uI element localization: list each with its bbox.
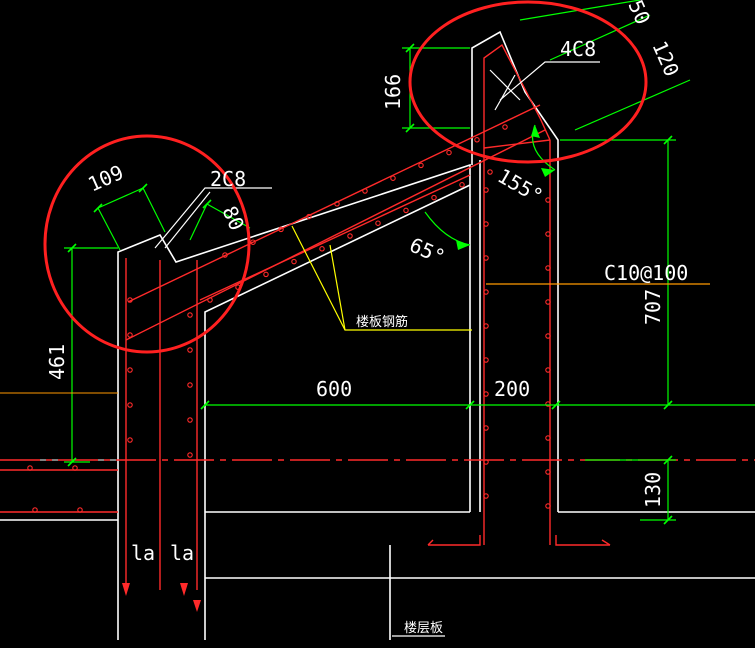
rebar-dot bbox=[291, 258, 297, 265]
rebar-dot bbox=[483, 187, 489, 193]
label-c10-100: C10@100 bbox=[604, 261, 688, 285]
annotation-circles bbox=[43, 0, 648, 354]
rebar-dot bbox=[545, 265, 551, 271]
angle-arrowheads bbox=[456, 125, 555, 250]
rebar-dot bbox=[545, 299, 551, 305]
rebar-dot bbox=[207, 297, 213, 303]
label-4c8: 4C8 bbox=[560, 37, 596, 61]
rebar-dot bbox=[483, 459, 489, 465]
label-la-left: la bbox=[131, 541, 155, 565]
dim-200: 200 bbox=[494, 377, 530, 401]
rebar-dot bbox=[278, 226, 284, 233]
rebar-dot bbox=[483, 289, 489, 295]
dim-50: 50 bbox=[623, 0, 655, 28]
leader-lines bbox=[0, 61, 710, 637]
label-floor-slab: 楼层板 bbox=[404, 621, 443, 636]
rebar-dot bbox=[545, 367, 551, 373]
label-la-right: la bbox=[170, 541, 194, 565]
highlight-circle-right bbox=[408, 0, 648, 164]
rebar-dot bbox=[72, 465, 78, 471]
dim-461: 461 bbox=[45, 344, 69, 380]
rebar-dot bbox=[390, 175, 396, 181]
rebar-dot bbox=[334, 201, 340, 207]
dim-109: 109 bbox=[84, 160, 127, 197]
label-2c8: 2C8 bbox=[210, 167, 246, 191]
rebar-dot bbox=[483, 425, 489, 431]
label-slab-rebar: 楼板钢筋 bbox=[356, 314, 408, 330]
rebar-dot bbox=[127, 332, 133, 338]
rebar-dot bbox=[375, 220, 381, 226]
highlight-circle-left bbox=[43, 134, 251, 354]
rebar-dot bbox=[545, 197, 551, 203]
rebar-dot bbox=[403, 207, 409, 214]
rebar-dot bbox=[263, 271, 269, 278]
rebar-dot bbox=[502, 124, 508, 130]
rebar-dot bbox=[545, 333, 551, 339]
rebar-dot bbox=[474, 137, 480, 143]
anchor-arrows bbox=[122, 583, 201, 612]
rebar-dot bbox=[187, 382, 193, 388]
rebar-dot bbox=[347, 233, 353, 239]
rebar-dot bbox=[545, 469, 551, 475]
dim-130: 130 bbox=[641, 472, 665, 508]
rebar-dot bbox=[483, 323, 489, 329]
slab-underside bbox=[204, 184, 471, 640]
rebar-dot bbox=[187, 347, 193, 353]
rebar-dot bbox=[483, 221, 489, 227]
slab-outline-left bbox=[117, 163, 471, 640]
rebar-dot bbox=[545, 401, 551, 407]
angle-155: 155° bbox=[494, 164, 548, 209]
rebar-dot bbox=[27, 465, 33, 471]
rebar-dot bbox=[545, 435, 551, 441]
rebar-dot bbox=[431, 194, 437, 201]
rebar-dot bbox=[487, 169, 493, 175]
rebar-dot bbox=[127, 297, 133, 303]
rebar-dot bbox=[483, 357, 489, 363]
right-column-outline bbox=[471, 30, 559, 512]
rebar-dot-group bbox=[27, 124, 551, 513]
rebar-dot bbox=[418, 162, 424, 169]
rebar-dot bbox=[127, 367, 133, 373]
rebar-dot bbox=[545, 503, 551, 509]
rebar-dot bbox=[306, 213, 312, 220]
rebar-dot bbox=[483, 255, 489, 261]
rebar-dot bbox=[187, 452, 193, 458]
rebar-dot bbox=[187, 312, 193, 318]
rebar-dot bbox=[187, 417, 193, 423]
dim-707: 707 bbox=[641, 289, 665, 325]
rebar-dot bbox=[127, 402, 133, 408]
dimension-ticks bbox=[67, 43, 673, 525]
dim-600: 600 bbox=[316, 377, 352, 401]
angle-65: 65° bbox=[406, 233, 449, 270]
dimension-texts: 109 80 461 166 600 200 707 130 120 50 bbox=[45, 0, 684, 508]
dim-120: 120 bbox=[647, 37, 684, 80]
rebar-dot bbox=[459, 182, 465, 188]
dim-166: 166 bbox=[381, 74, 405, 110]
rebar-lines bbox=[0, 43, 755, 590]
rebar-dot bbox=[362, 188, 368, 194]
rebar-dot bbox=[222, 252, 228, 258]
dimension-lines bbox=[64, 0, 755, 521]
rebar-dot bbox=[319, 246, 325, 252]
concrete-outline bbox=[0, 30, 755, 640]
rebar-dot bbox=[483, 391, 489, 397]
rebar-dot bbox=[77, 507, 83, 513]
rebar-dot bbox=[250, 239, 256, 245]
rebar-dot bbox=[32, 507, 38, 513]
rebar-dot bbox=[127, 437, 133, 443]
rebar-dot bbox=[545, 231, 551, 237]
rebar-dot bbox=[446, 149, 452, 156]
rebar-dot bbox=[483, 493, 489, 499]
